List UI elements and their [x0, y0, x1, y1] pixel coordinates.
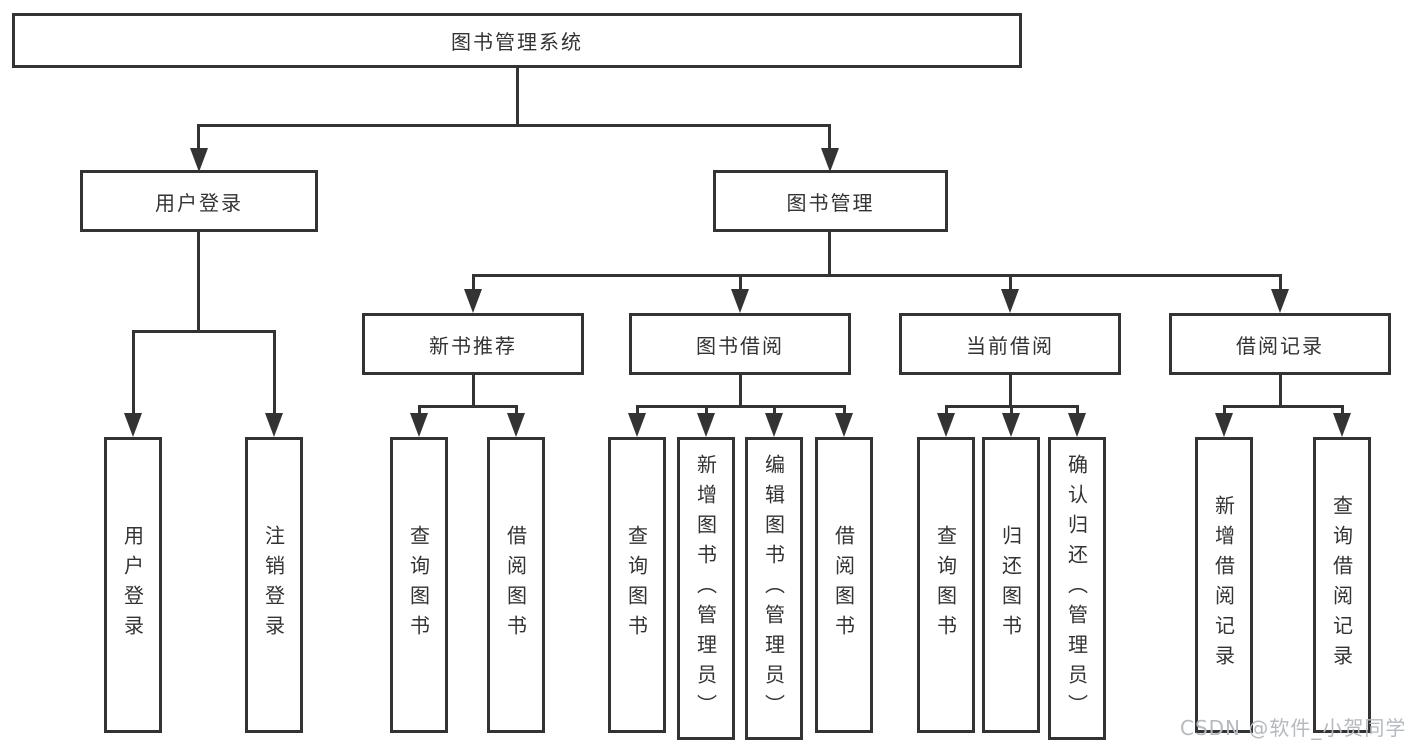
connector-arrowhead: [628, 413, 646, 437]
leaf-query-books-recommend: 查询图书: [390, 437, 448, 733]
connector-line: [1223, 405, 1343, 408]
connector-line: [273, 330, 276, 415]
node-book-management: 图书管理: [713, 170, 948, 232]
connector-arrowhead: [1271, 289, 1289, 313]
connector-line: [1010, 405, 1013, 415]
node-new-book-recommend: 新书推荐: [362, 313, 584, 375]
connector-line: [197, 232, 200, 332]
connector-line: [418, 405, 421, 415]
node-book-borrowing: 图书借阅: [629, 313, 851, 375]
connector-line: [418, 405, 518, 408]
leaf-query-books-current: 查询图书: [917, 437, 975, 733]
connector-line: [1279, 375, 1282, 407]
connector-line: [132, 330, 276, 333]
leaf-confirm-return-admin: 确认归还（管理员）: [1048, 437, 1106, 740]
connector-line: [705, 405, 708, 415]
node-borrow-records: 借阅记录: [1169, 313, 1391, 375]
connector-line: [843, 405, 846, 415]
connector-arrowhead: [765, 413, 783, 437]
connector-arrowhead: [1001, 289, 1019, 313]
node-current-borrowing: 当前借阅: [899, 313, 1121, 375]
connector-arrowhead: [821, 148, 839, 172]
connector-arrowhead: [1002, 413, 1020, 437]
connector-line: [472, 274, 475, 291]
leaf-add-borrow-record: 新增借阅记录: [1195, 437, 1253, 733]
connector-line: [472, 274, 1281, 277]
connector-line: [132, 330, 135, 415]
leaf-borrow-books-borrowing: 借阅图书: [815, 437, 873, 733]
connector-line: [516, 68, 519, 126]
leaf-add-book-admin: 新增图书（管理员）: [677, 437, 735, 740]
connector-line: [1009, 274, 1012, 291]
connector-line: [1223, 405, 1226, 415]
node-library-management-system: 图书管理系统: [12, 13, 1022, 68]
connector-line: [739, 375, 742, 407]
connector-arrowhead: [190, 148, 208, 172]
connector-line: [197, 124, 200, 150]
leaf-logout: 注销登录: [245, 437, 303, 733]
connector-line: [1341, 405, 1344, 415]
connector-line: [472, 375, 475, 407]
leaf-query-books-borrowing: 查询图书: [608, 437, 666, 733]
leaf-user-login: 用户登录: [104, 437, 162, 733]
connector-arrowhead: [265, 413, 283, 437]
connector-line: [636, 405, 845, 408]
connector-arrowhead: [464, 289, 482, 313]
connector-line: [1279, 274, 1282, 291]
connector-arrowhead: [835, 413, 853, 437]
connector-line: [1009, 375, 1012, 407]
connector-line: [197, 124, 831, 127]
connector-arrowhead: [1215, 413, 1233, 437]
connector-arrowhead: [937, 413, 955, 437]
leaf-borrow-books-recommend: 借阅图书: [487, 437, 545, 733]
connector-arrowhead: [410, 413, 428, 437]
leaf-return-books: 归还图书: [982, 437, 1040, 733]
leaf-query-borrow-record: 查询借阅记录: [1313, 437, 1371, 733]
connector-line: [515, 405, 518, 415]
connector-arrowhead: [124, 413, 142, 437]
connector-line: [828, 124, 831, 150]
connector-arrowhead: [507, 413, 525, 437]
csdn-watermark: CSDN @软件_小贺同学: [1180, 716, 1405, 740]
connector-line: [636, 405, 639, 415]
connector-arrowhead: [1068, 413, 1086, 437]
connector-line: [945, 405, 948, 415]
connector-arrowhead: [697, 413, 715, 437]
connector-line: [773, 405, 776, 415]
connector-line: [828, 232, 831, 276]
connector-line: [1076, 405, 1079, 415]
connector-arrowhead: [1333, 413, 1351, 437]
node-user-login: 用户登录: [80, 170, 318, 232]
connector-line: [739, 274, 742, 291]
leaf-edit-book-admin: 编辑图书（管理员）: [745, 437, 803, 740]
connector-arrowhead: [731, 289, 749, 313]
